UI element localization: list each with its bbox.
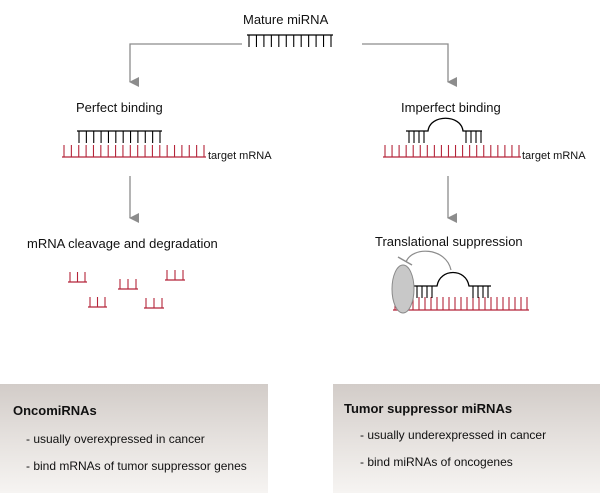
- mature-mirna-title: Mature miRNA: [243, 12, 329, 27]
- mirna-bases-left: [408, 131, 425, 143]
- mirna-strand-perfect: [77, 130, 162, 143]
- mirna-backbone-bulge: [414, 271, 491, 287]
- mirna-strand-imperfect: [406, 117, 482, 132]
- mirna-bases-right: [472, 286, 489, 298]
- target-mrna-strand-left: [62, 145, 206, 158]
- ribosome: [391, 264, 415, 314]
- mrna-fragment: [144, 298, 164, 309]
- inhibition-bar: [397, 256, 413, 266]
- oncomirnas-box: OncomiRNAs - usually overexpressed in ca…: [0, 384, 268, 493]
- oncomirnas-item: - bind mRNAs of tumor suppressor genes: [26, 459, 247, 473]
- mrna-fragment: [68, 272, 87, 283]
- tumor-suppressor-title: Tumor suppressor miRNAs: [344, 401, 513, 416]
- mirna-backbone-bulge: [406, 117, 482, 132]
- target-mrna-label-left: target mRNA: [208, 150, 272, 162]
- target-mrna-strand-right: [383, 145, 521, 158]
- mrna-fragment: [88, 297, 107, 308]
- mature-mirna-strand: [247, 34, 333, 47]
- mrna-fragment: [165, 270, 185, 281]
- perfect-binding-label: Perfect binding: [76, 100, 163, 115]
- mirna-bases-left: [416, 286, 433, 298]
- mrna-fragment: [118, 279, 138, 290]
- mirna-bases-right: [465, 131, 482, 143]
- translational-suppression-label: Translational suppression: [375, 234, 523, 249]
- split-arrow-right: [362, 43, 457, 87]
- inhibition-arc: [405, 250, 452, 271]
- cleavage-label: mRNA cleavage and degradation: [27, 236, 218, 251]
- tumor-suppressor-item: - usually underexpressed in cancer: [360, 428, 547, 442]
- split-arrow-left: [129, 43, 242, 87]
- target-mrna-label-right: target mRNA: [522, 150, 586, 162]
- oncomirnas-item: - usually overexpressed in cancer: [26, 432, 205, 446]
- tumor-suppressor-mirnas-box: Tumor suppressor miRNAs - usually undere…: [333, 384, 600, 493]
- mirna-strand-repressing: [414, 271, 491, 287]
- tumor-suppressor-item: - bind miRNAs of oncogenes: [360, 455, 513, 469]
- imperfect-binding-label: Imperfect binding: [401, 100, 501, 115]
- oncomirnas-title: OncomiRNAs: [13, 403, 97, 418]
